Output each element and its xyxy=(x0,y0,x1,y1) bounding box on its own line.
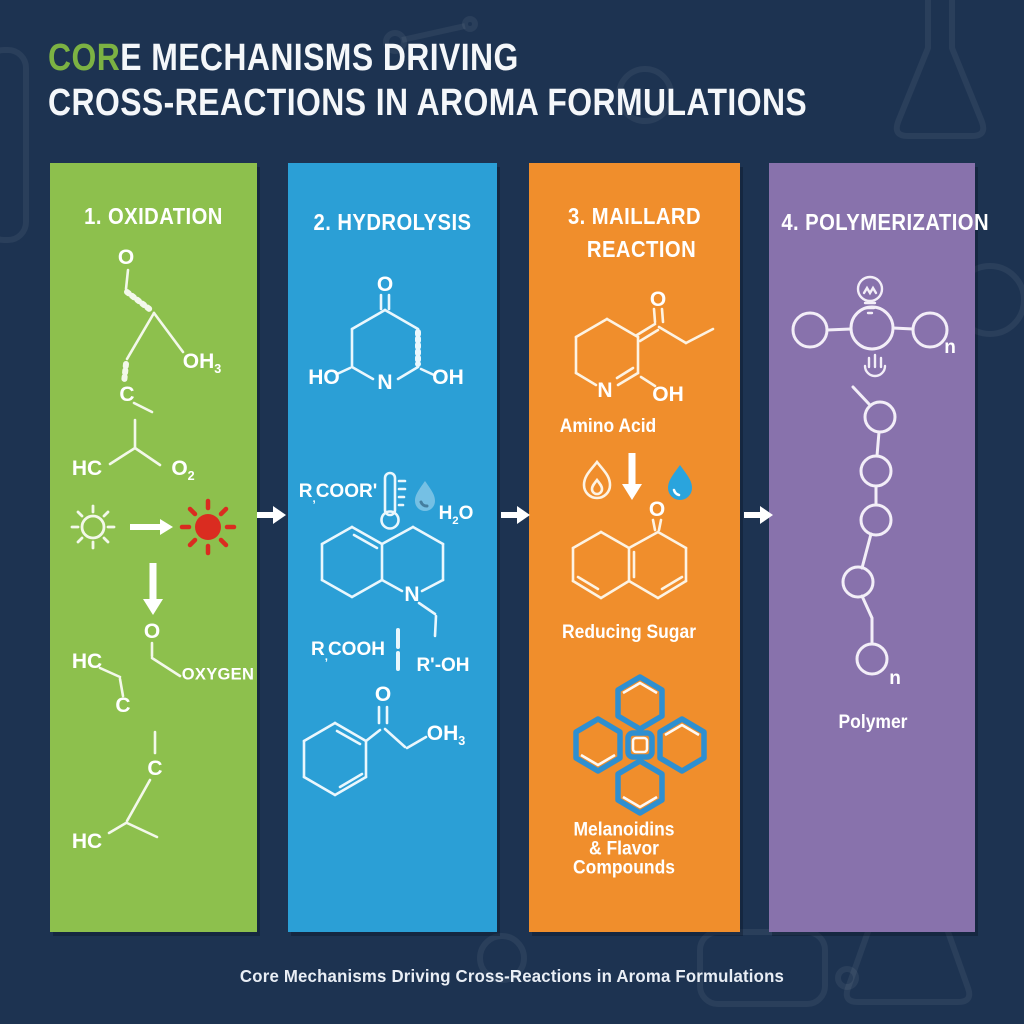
arrow-right-icon xyxy=(130,519,173,535)
label-o-top: O xyxy=(117,246,135,269)
oxidation-structures xyxy=(70,268,237,839)
label-oh3: OH3 xyxy=(182,349,222,377)
label-o-top: O xyxy=(649,288,667,311)
label-r-oh: R'-OH xyxy=(416,655,470,676)
page-title: CORE MECHANISMS DRIVING CROSS-REACTIONS … xyxy=(48,36,952,126)
heat-icon xyxy=(863,353,887,378)
label-oh-ring: OH xyxy=(652,383,684,406)
label-reducing-sugar: Reducing Sugar xyxy=(561,622,697,643)
maillard-structures xyxy=(571,307,715,816)
label-hc3: HC xyxy=(71,830,103,853)
label-n-ring: N xyxy=(597,379,613,402)
title-highlight: COR xyxy=(48,37,121,79)
sun-red-icon xyxy=(179,498,237,556)
label-c2: C xyxy=(115,694,131,717)
arrow-right-icon xyxy=(257,506,286,524)
label-o-ring: O xyxy=(376,273,394,296)
thermometer-icon xyxy=(380,471,407,530)
label-hc1: HC xyxy=(71,457,103,480)
panel-oxidation: 1. OXIDATION xyxy=(50,163,257,932)
label-hc2: HC xyxy=(71,650,103,673)
label-o-low: O xyxy=(374,683,392,706)
heading-hydrolysis: 2. HYDROLYSIS xyxy=(313,209,472,235)
arrow-down-icon xyxy=(622,453,642,500)
bottom-caption: Core Mechanisms Driving Cross-Reactions … xyxy=(239,966,785,986)
arrow-down-icon xyxy=(143,563,163,615)
label-n1: n xyxy=(944,337,956,358)
label-o2: O2 xyxy=(171,456,195,484)
label-h2o: H2O xyxy=(438,503,474,527)
label-oh3-b: OH3 xyxy=(426,721,466,749)
label-melanoidins-1: Melanoidins xyxy=(573,819,675,841)
label-rcooh: R,COOH xyxy=(311,639,385,663)
water-droplet-blue-icon xyxy=(668,465,692,500)
label-melanoidins-2: & Flavor xyxy=(589,838,659,860)
sun-outline-icon xyxy=(70,504,116,550)
label-c1: C xyxy=(119,383,135,406)
label-rcoor: R,COOR' xyxy=(298,481,378,505)
label-n2: N xyxy=(404,583,420,606)
label-polymer: Polymer xyxy=(838,712,908,733)
label-oh-ring: OH xyxy=(432,366,464,389)
panel-maillard: 3. MAILLARD REACTION xyxy=(529,163,740,932)
label-n2: n xyxy=(889,668,901,689)
panel-hydrolysis: 2. HYDROLYSIS xyxy=(288,163,497,932)
arrow-right-icon xyxy=(744,506,773,524)
label-ho: HO xyxy=(308,366,340,389)
hydrolysis-structures xyxy=(302,293,445,797)
polymerization-structures xyxy=(791,275,949,676)
label-amino-acid: Amino Acid xyxy=(559,416,657,437)
label-oxygen: OXYGEN xyxy=(181,665,255,684)
heading-polymerization: 4. POLYMERIZATION xyxy=(781,209,990,235)
title-line-2: CROSS-REACTIONS IN AROMA FORMULATIONS xyxy=(48,82,808,124)
heading-oxidation: 1. OXIDATION xyxy=(84,203,223,229)
arrow-right-icon xyxy=(501,506,530,524)
flame-icon xyxy=(582,459,612,500)
label-n-ring: N xyxy=(377,371,393,394)
melanoidin-cluster-icon xyxy=(573,674,707,816)
label-o-mid: O xyxy=(648,498,666,521)
label-o-low: O xyxy=(143,620,161,643)
heading-maillard-2: REACTION xyxy=(586,236,697,262)
label-melanoidins-3: Compounds xyxy=(573,857,675,879)
heading-maillard-1: 3. MAILLARD xyxy=(567,203,702,229)
label-c3: C xyxy=(147,757,163,780)
water-droplet-icon xyxy=(415,481,435,511)
title-line-1: CORE MECHANISMS DRIVING xyxy=(48,37,519,79)
panel-polymerization: 4. POLYMERIZATION xyxy=(769,163,990,932)
